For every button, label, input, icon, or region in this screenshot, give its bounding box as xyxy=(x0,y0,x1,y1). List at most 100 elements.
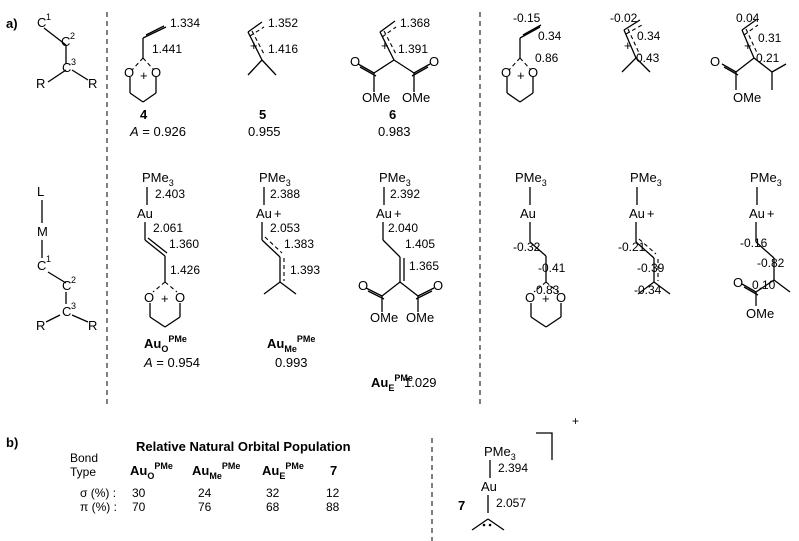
svg-text:0.993: 0.993 xyxy=(275,355,308,370)
svg-text:O: O xyxy=(144,290,154,305)
svg-text:PMe3: PMe3 xyxy=(142,170,174,188)
svg-text:+: + xyxy=(161,291,169,306)
svg-text:2: 2 xyxy=(71,275,76,285)
bond-length: 1.383 xyxy=(284,237,314,251)
compound-label: 4 xyxy=(140,107,148,122)
bond-length: 2.388 xyxy=(270,187,300,201)
svg-text:O: O xyxy=(429,54,439,69)
bond-length: 1.416 xyxy=(268,42,298,56)
bond-length: 2.040 xyxy=(388,221,418,235)
svg-text:OMe: OMe xyxy=(402,90,430,105)
svg-text:88: 88 xyxy=(326,500,340,514)
svg-text:Au+: Au+ xyxy=(256,206,282,221)
svg-text:π (%) :: π (%) : xyxy=(80,500,117,514)
svg-text:OMe: OMe xyxy=(406,310,434,325)
svg-text:24: 24 xyxy=(198,486,212,500)
svg-text:+: + xyxy=(517,68,525,83)
svg-text:C: C xyxy=(61,34,70,49)
compound-au-me: PMe3 Au+ 2.388 2.053 1.383 1.393 AuMePMe… xyxy=(256,170,320,370)
bond-length: 1.393 xyxy=(290,263,320,277)
compound-label: 5 xyxy=(259,107,266,122)
svg-text:O: O xyxy=(525,290,535,305)
svg-text:C: C xyxy=(37,15,46,30)
bond-length: 1.368 xyxy=(400,16,430,30)
svg-text:12: 12 xyxy=(326,486,340,500)
svg-text:C: C xyxy=(37,258,46,273)
orbital-population-table: Relative Natural Orbital Population Bond… xyxy=(70,439,351,514)
svg-text:O: O xyxy=(556,290,566,305)
svg-text:M: M xyxy=(37,224,48,239)
svg-text:PMe3: PMe3 xyxy=(630,170,662,188)
svg-text:32: 32 xyxy=(266,486,280,500)
atomic-charge: 0.83 xyxy=(536,283,560,297)
svg-text:O: O xyxy=(528,65,538,80)
charges-compound-5: + -0.02 0.34 0.43 xyxy=(610,11,661,73)
atomic-charge: 0.86 xyxy=(535,51,559,65)
svg-text:AuEPMe: AuEPMe xyxy=(371,373,413,393)
bond-length: 2.394 xyxy=(498,461,528,475)
svg-text:AuOPMe: AuOPMe xyxy=(144,334,187,354)
compound-7: PMe3 Au 2.394 2.057 7 + xyxy=(458,414,579,531)
svg-text:Au+: Au+ xyxy=(376,206,402,221)
svg-text:R: R xyxy=(36,76,45,91)
svg-text:+: + xyxy=(140,68,148,83)
bond-length: 1.426 xyxy=(170,263,200,277)
svg-text:PMe3: PMe3 xyxy=(515,170,547,188)
svg-text:A = 0.954: A = 0.954 xyxy=(143,355,200,370)
compound-au-e: PMe3 Au+ O O OMe OMe 2.392 2.040 1.405 1… xyxy=(358,170,443,393)
svg-text:70: 70 xyxy=(132,500,146,514)
compound-5: + 1.352 1.416 5 0.955 xyxy=(247,16,298,139)
svg-text:3: 3 xyxy=(71,301,76,311)
svg-text:O: O xyxy=(710,54,720,69)
panel-label-b: b) xyxy=(6,435,18,450)
generic-metal-allyl-structure: L M C 1 C 2 C 3 R R xyxy=(36,184,97,333)
compound-4: O O + 1.334 1.441 4 A = 0.926 xyxy=(124,16,200,139)
svg-text:O: O xyxy=(124,65,134,80)
svg-text:C: C xyxy=(62,278,71,293)
compound-label: 7 xyxy=(458,498,465,513)
svg-text:1: 1 xyxy=(46,12,51,22)
table-col-au-o: AuOPMe xyxy=(130,461,173,481)
atomic-charge: -0.34 xyxy=(634,283,662,297)
bond-length: 1.352 xyxy=(268,16,298,30)
atomic-charge: -0.39 xyxy=(637,261,665,275)
bond-length: 2.057 xyxy=(496,496,526,510)
svg-text:R: R xyxy=(88,76,97,91)
svg-text:2: 2 xyxy=(70,31,75,41)
atomic-charge: 0.21 xyxy=(756,51,780,65)
bond-length: 1.365 xyxy=(409,259,439,273)
atomic-charge: 0.10 xyxy=(752,278,776,292)
atomic-charge: 0.34 xyxy=(538,29,562,43)
svg-text:PMe3: PMe3 xyxy=(379,170,411,188)
svg-text:R: R xyxy=(88,318,97,333)
table-row: π (%) : 70 76 68 88 xyxy=(80,500,340,514)
svg-text:Au: Au xyxy=(137,206,153,221)
atomic-charge: -0.82 xyxy=(757,256,785,270)
svg-text:3: 3 xyxy=(71,57,76,67)
svg-text:O: O xyxy=(151,65,161,80)
svg-text:+: + xyxy=(381,38,389,53)
svg-text:C: C xyxy=(62,304,71,319)
overall-charge: + xyxy=(572,414,579,428)
svg-text:Au: Au xyxy=(520,206,536,221)
svg-text:1.029: 1.029 xyxy=(404,375,437,390)
svg-text:C: C xyxy=(62,60,71,75)
table-header-type: Type xyxy=(70,465,96,479)
table-title: Relative Natural Orbital Population xyxy=(136,439,351,454)
atomic-charge: 0.34 xyxy=(637,29,661,43)
svg-text:+: + xyxy=(542,291,550,306)
compound-6: O O OMe OMe + 1.368 1.391 6 0.983 xyxy=(350,16,439,139)
svg-text:O: O xyxy=(501,65,511,80)
atomic-charge: -0.02 xyxy=(610,11,638,25)
table-header-bond: Bond xyxy=(70,451,98,465)
table-col-au-e: AuEPMe xyxy=(262,461,304,481)
atomic-charge: -0.15 xyxy=(513,11,541,25)
svg-text:O: O xyxy=(733,275,743,290)
svg-text:AuMePMe: AuMePMe xyxy=(267,334,315,354)
table-col-au-me: AuMePMe xyxy=(192,461,240,481)
bond-length: 1.360 xyxy=(169,237,199,251)
charges-compound-au-e: PMe3 Au+ O OMe -0.16 -0.82 0.10 xyxy=(733,170,791,321)
atomic-charge: 0.43 xyxy=(636,51,660,65)
atomic-charge: 0.31 xyxy=(758,31,782,45)
svg-text:OMe: OMe xyxy=(746,306,774,321)
